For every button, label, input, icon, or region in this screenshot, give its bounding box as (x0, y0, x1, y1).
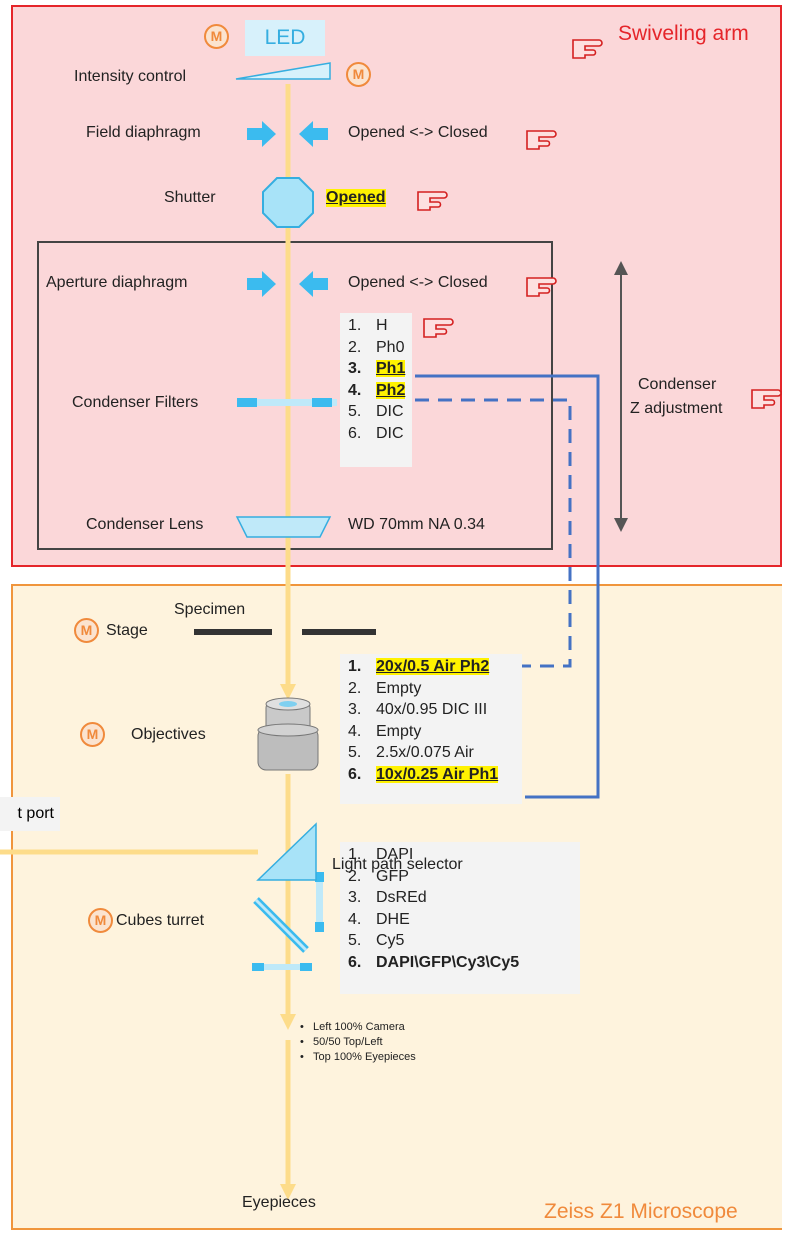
stage-icon (194, 629, 376, 635)
list-item: 4.Empty (348, 722, 422, 740)
shutter-state: Opened (326, 189, 386, 207)
condenser-filter-list: 1.H 2.Ph0 3.Ph1 4.Ph2 5.DIC 6.DIC (340, 313, 412, 467)
condenser-box (37, 241, 553, 550)
pointer-hand-icon (417, 39, 782, 409)
condenser-z-label-line1: Condenser (638, 376, 717, 393)
list-item: 5.DIC (348, 403, 404, 420)
light-port-label: t port (0, 797, 60, 831)
ph2-link-line (415, 398, 572, 668)
list-item: 2.Ph0 (348, 338, 405, 356)
light-path-prism-icon (256, 822, 317, 881)
condenser-lens-icon (235, 516, 332, 538)
condenser-lens-spec: WD 70mm NA 0.34 (348, 516, 485, 533)
light-beam (0, 84, 296, 1200)
motor-badge-cubes: M (88, 908, 113, 933)
list-item: • Left 100% Camera (300, 1021, 405, 1033)
selector-options-list: • Left 100% Camera • 50/50 Top/Left • To… (300, 1020, 416, 1065)
list-item: • 50/50 Top/Left (300, 1036, 383, 1048)
specimen-label: Specimen (174, 601, 246, 618)
eyepieces-label: Eyepieces (242, 1194, 316, 1211)
list-item: 3.DsREd (348, 889, 427, 906)
aperture-diaphragm-state: Opened <-> Closed (348, 274, 488, 291)
field-diaphragm-state: Opened <-> Closed (348, 124, 488, 141)
aperture-diaphragm-label: Aperture diaphragm (46, 274, 188, 291)
intensity-control-label: Intensity control (74, 68, 187, 85)
condenser-z-arrow-icon (614, 261, 628, 532)
swiveling-arm-title: Swiveling arm (618, 22, 749, 45)
light-path-selector-label: Light path selector (332, 856, 463, 873)
swiveling-arm-panel (11, 5, 782, 567)
cubes-turret-label: Cubes turret (116, 912, 205, 929)
list-item: 1.DAPI (348, 846, 414, 863)
list-item: 6.10x/0.25 Air Ph1 (348, 765, 499, 783)
shutter-label: Shutter (164, 189, 216, 206)
condenser-filters-label: Condenser Filters (72, 394, 199, 411)
zeiss-z1-title: Zeiss Z1 Microscope (544, 1200, 738, 1223)
list-item: • Top 100% Eyepieces (300, 1051, 416, 1063)
motor-badge-stage: M (74, 618, 99, 643)
objectives-label: Objectives (131, 726, 206, 743)
list-item: 3.Ph1 (348, 360, 406, 377)
list-item: 4.DHE (348, 910, 410, 928)
list-item: 2.Empty (348, 679, 422, 697)
cube-turret-icon (252, 872, 324, 971)
intensity-wedge-icon (235, 62, 331, 80)
motor-badge-led: M (204, 24, 229, 49)
cube-list: 1.DAPI 2.GFP 3.DsREd 4.DHE 5.Cy5 6.DAPI\… (340, 842, 580, 994)
condenser-z-label-line2: Z adjustment (630, 400, 723, 417)
condenser-filter-icon (237, 398, 337, 407)
list-item: 1.H (348, 317, 388, 334)
aperture-diaphragm-icon (247, 271, 328, 297)
list-item: 1.20x/0.5 Air Ph2 (348, 658, 490, 675)
ph1-link-line (415, 374, 600, 799)
list-item: 3.40x/0.95 DIC III (348, 701, 488, 718)
list-item: 6.DAPI\GFP\Cy3\Cy5 (348, 953, 520, 971)
shutter-icon (262, 177, 314, 228)
objective-list: 1.20x/0.5 Air Ph2 2.Empty 3.40x/0.95 DIC… (340, 654, 522, 804)
condenser-lens-label: Condenser Lens (86, 516, 204, 533)
stage-label: Stage (106, 622, 148, 639)
field-diaphragm-label: Field diaphragm (86, 124, 201, 141)
list-item: 5.2.5x/0.075 Air (348, 744, 474, 761)
motor-badge-intensity: M (346, 62, 371, 87)
led-label: LED (245, 20, 325, 56)
motor-badge-objectives: M (80, 722, 105, 747)
objective-icon (257, 697, 319, 771)
list-item: 4.Ph2 (348, 381, 406, 399)
field-diaphragm-icon (247, 121, 328, 147)
list-item: 6.DIC (348, 424, 404, 442)
list-item: 5.Cy5 (348, 932, 405, 949)
list-item: 2.GFP (348, 867, 409, 885)
